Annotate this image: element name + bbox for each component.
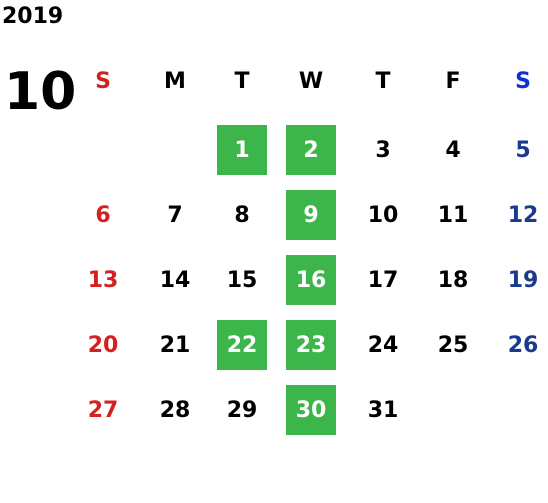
day-cell[interactable]: 4 — [445, 137, 461, 163]
day-cell[interactable]: 19 — [507, 267, 539, 293]
day-cell[interactable]: 25 — [437, 332, 469, 358]
day-cell-highlighted[interactable]: 30 — [286, 385, 336, 435]
day-cell-highlighted[interactable]: 16 — [286, 255, 336, 305]
day-cell[interactable]: 7 — [167, 202, 183, 228]
day-cell-highlighted[interactable]: 22 — [217, 320, 267, 370]
day-cell[interactable]: 28 — [159, 397, 191, 423]
weekday-header: T — [375, 68, 391, 94]
weekday-header: S — [515, 68, 531, 94]
weekday-header: W — [298, 68, 324, 94]
day-cell[interactable]: 8 — [234, 202, 250, 228]
day-cell[interactable]: 26 — [507, 332, 539, 358]
day-cell-highlighted[interactable]: 1 — [217, 125, 267, 175]
weekday-header: M — [164, 68, 186, 94]
day-cell[interactable]: 31 — [367, 397, 399, 423]
day-cell[interactable]: 3 — [375, 137, 391, 163]
day-cell[interactable]: 5 — [515, 137, 531, 163]
day-cell[interactable]: 11 — [437, 202, 469, 228]
day-cell-highlighted[interactable]: 23 — [286, 320, 336, 370]
day-cell[interactable]: 20 — [87, 332, 119, 358]
day-cell[interactable]: 21 — [159, 332, 191, 358]
day-cell[interactable]: 18 — [437, 267, 469, 293]
day-cell-highlighted[interactable]: 2 — [286, 125, 336, 175]
day-cell[interactable]: 6 — [95, 202, 111, 228]
weekday-header: T — [234, 68, 250, 94]
calendar-month: 10 — [4, 62, 77, 122]
day-cell[interactable]: 24 — [367, 332, 399, 358]
day-cell-highlighted[interactable]: 9 — [286, 190, 336, 240]
day-cell[interactable]: 27 — [87, 397, 119, 423]
day-cell[interactable]: 17 — [367, 267, 399, 293]
day-cell[interactable]: 12 — [507, 202, 539, 228]
day-cell[interactable]: 15 — [226, 267, 258, 293]
day-cell[interactable]: 29 — [226, 397, 258, 423]
day-cell[interactable]: 13 — [87, 267, 119, 293]
weekday-header: S — [95, 68, 111, 94]
day-cell[interactable]: 10 — [367, 202, 399, 228]
day-cell[interactable]: 14 — [159, 267, 191, 293]
weekday-header: F — [445, 68, 461, 94]
calendar-year: 2019 — [2, 4, 64, 29]
